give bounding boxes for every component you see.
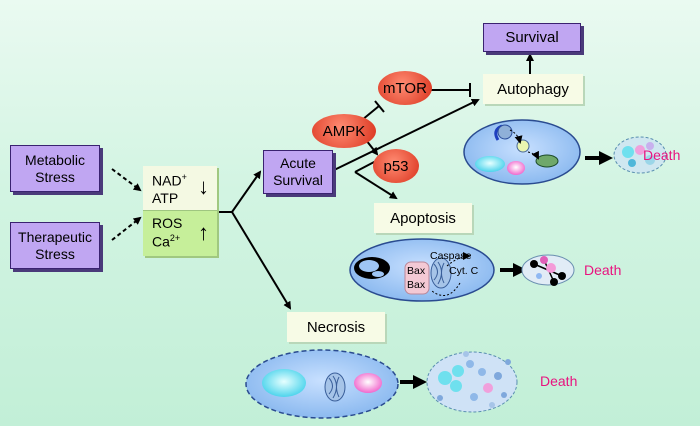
therapeutic-stress-label: Therapeutic Stress <box>18 228 92 262</box>
p53-node: p53 <box>373 149 419 183</box>
bax-label-1: Bax <box>407 265 426 277</box>
acute-survival-box: Acute Survival <box>263 150 333 194</box>
nad-superscript: + <box>181 172 187 182</box>
ampk-label: AMPK <box>322 122 366 140</box>
metabolic-stress-box: Metabolic Stress <box>10 145 100 192</box>
mtor-node: mTOR <box>378 71 432 105</box>
down-arrow-icon: ↓ <box>198 174 209 199</box>
energy-to-acute-arrow <box>217 170 262 213</box>
necrosis-label: Necrosis <box>306 318 366 336</box>
apoptosis-label: Apoptosis <box>390 209 456 227</box>
apoptosis-box: Apoptosis <box>374 203 472 233</box>
death-label-necrosis: Death <box>540 373 578 389</box>
necrotic-debris <box>426 351 518 413</box>
up-arrow-icon: ↑ <box>198 220 209 245</box>
survival-label: Survival <box>505 29 559 46</box>
acute-to-autophagy-arrow <box>329 99 480 173</box>
nad-atp-panel: NAD+ ATP ↓ <box>143 166 217 211</box>
energy-to-necrosis-arrow <box>231 211 292 310</box>
ca-text: Ca <box>152 233 170 250</box>
autophagy-box: Autophagy <box>483 74 583 104</box>
necrosis-cell <box>245 349 399 419</box>
necrosis-box: Necrosis <box>287 312 385 342</box>
ca-superscript: 2+ <box>169 233 181 243</box>
nad-text: NAD <box>152 172 182 189</box>
survival-box: Survival <box>483 23 581 52</box>
ampk-node: AMPK <box>312 114 376 148</box>
acute-to-p53-arrow <box>354 160 377 173</box>
caspase-label: Caspase <box>430 250 472 262</box>
bax-label-2: Bax <box>407 279 426 291</box>
apoptotic-bodies <box>521 254 575 286</box>
mtor-label: mTOR <box>383 79 427 97</box>
autophagy-dead-cell <box>613 136 667 174</box>
p53-label: p53 <box>383 157 409 175</box>
therapeutic-to-energy-arrow <box>111 216 142 241</box>
death-label-apoptosis: Death <box>584 262 622 278</box>
ca-label: Ca2+ <box>152 233 180 250</box>
apoptosis-cell <box>349 238 495 302</box>
autophagy-label: Autophagy <box>497 80 569 98</box>
death-label-autophagy: Death <box>643 147 681 163</box>
autophagy-cell <box>463 119 581 185</box>
ampk-mtor-bar <box>374 100 385 113</box>
therapeutic-stress-box: Therapeutic Stress <box>10 222 100 269</box>
acute-survival-label: Acute Survival <box>273 155 323 188</box>
ros-ca-panel: ROS Ca2+ ↑ <box>143 210 217 256</box>
energy-box: NAD+ ATP ↓ ROS Ca2+ ↑ <box>143 166 217 256</box>
metabolic-to-energy-arrow <box>111 168 142 192</box>
metabolic-stress-label: Metabolic Stress <box>25 151 85 185</box>
atp-label: ATP <box>152 190 179 206</box>
cyt-c-label: Cyt. C <box>449 265 479 277</box>
nad-label: NAD+ <box>152 172 187 189</box>
acute-to-apoptosis-arrow <box>354 171 398 200</box>
ros-label: ROS <box>152 215 183 231</box>
